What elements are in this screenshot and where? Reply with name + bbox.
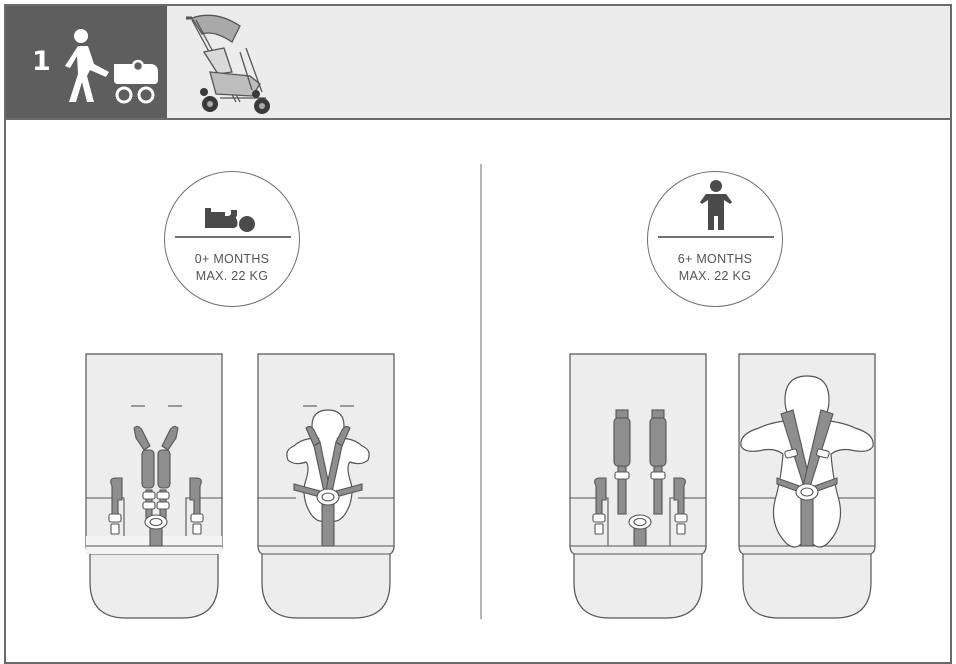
header-bar: 1	[6, 6, 950, 120]
badge-weight-text: MAX. 22 KG	[678, 269, 752, 283]
step-number: 1	[32, 46, 51, 77]
seat-harness-high-empty	[569, 353, 707, 619]
badge-divider	[658, 236, 774, 238]
stroller-illustration	[186, 14, 270, 114]
section-divider	[480, 164, 482, 619]
standing-child-icon	[700, 180, 732, 230]
lying-baby-icon	[205, 208, 255, 232]
age-badge-6-months: 6+ MONTHS MAX. 22 KG	[647, 171, 783, 307]
badge-divider	[175, 236, 291, 238]
badge-age-text: 0+ MONTHS	[194, 252, 270, 266]
badge-age-text: 6+ MONTHS	[677, 252, 753, 266]
seat-harness-low-empty	[85, 353, 223, 619]
age-badge-0-months: 0+ MONTHS MAX. 22 KG	[164, 171, 300, 307]
instruction-frame: 1	[4, 4, 952, 664]
seat-harness-high-child	[738, 353, 876, 619]
step-panel: 1	[6, 6, 167, 118]
badge-weight-text: MAX. 22 KG	[195, 269, 269, 283]
person-pushing-stroller-icon	[65, 29, 158, 104]
seat-harness-low-baby	[257, 353, 395, 619]
